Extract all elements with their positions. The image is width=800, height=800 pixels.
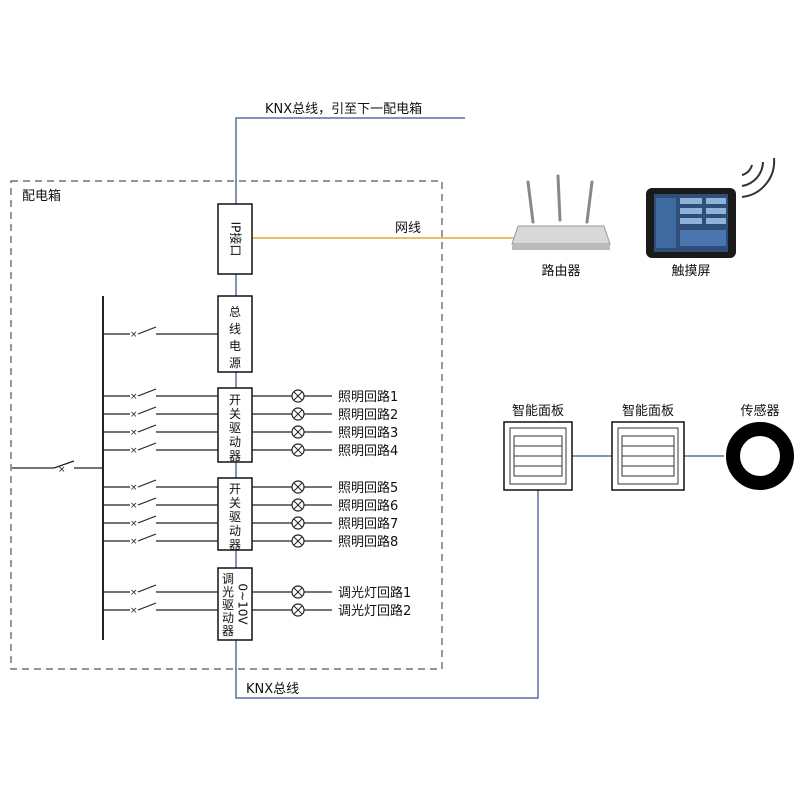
bus-top-label: KNX总线，引至下一配电箱	[265, 101, 422, 117]
lighting-circuit: 照明回路8	[252, 534, 398, 550]
knx-bus-line-bottom	[235, 490, 539, 699]
module-ip-interface: IP接口	[217, 203, 253, 275]
lighting-circuit: 调光灯回路2	[252, 603, 411, 619]
module-switch-actuator-1: 开关驱动器	[217, 387, 253, 463]
svg-text:×: ×	[130, 392, 138, 402]
lighting-circuit: 调光灯回路1	[252, 585, 411, 601]
cabinet-label: 配电箱	[22, 188, 61, 204]
module-bus-power: 总线电源	[217, 295, 253, 373]
lighting-circuit: 照明回路4	[252, 443, 398, 459]
circuit-label: 调光灯回路1	[338, 585, 411, 601]
circuit-label: 照明回路4	[338, 443, 398, 459]
circuit-label: 照明回路8	[338, 534, 398, 550]
lighting-circuit: 照明回路6	[252, 498, 398, 514]
branch-circuit-breaker: ×	[103, 602, 218, 616]
svg-text:×: ×	[130, 606, 138, 616]
lighting-circuit: 照明回路3	[252, 425, 398, 441]
router-label: 路由器	[541, 263, 580, 279]
sensor-icon	[726, 422, 794, 490]
smart-panel-1	[503, 421, 573, 491]
svg-text:×: ×	[130, 483, 138, 493]
branch-circuit-breaker: ×	[103, 479, 218, 493]
branch-circuit-breaker: ×	[103, 515, 218, 529]
svg-text:开关驱动器: 开关驱动器	[229, 393, 241, 463]
knx-bus-line	[235, 117, 465, 204]
svg-text:0~10V: 0~10V	[236, 583, 250, 625]
module-switch-actuator-2: 开关驱动器	[217, 477, 253, 552]
cabinet-outline	[10, 180, 443, 670]
circuit-label: 照明回路6	[338, 498, 398, 514]
branch-circuit-breaker: ×	[103, 406, 218, 420]
router-icon	[511, 174, 611, 250]
panel1-label: 智能面板	[512, 404, 564, 419]
svg-text:开关驱动器: 开关驱动器	[229, 482, 241, 552]
circuit-label: 照明回路5	[338, 480, 398, 496]
circuit-label: 照明回路2	[338, 407, 398, 423]
circuit-label: 照明回路7	[338, 516, 398, 532]
lighting-circuit: 照明回路7	[252, 516, 398, 532]
svg-text:×: ×	[130, 519, 138, 529]
lighting-circuit: 照明回路2	[252, 407, 398, 423]
incoming-breaker-mark: ×	[58, 465, 66, 475]
circuit-label: 调光灯回路2	[338, 603, 411, 619]
lighting-circuit: 照明回路1	[252, 389, 398, 405]
wireless-signal-icon	[741, 157, 776, 198]
svg-text:总线电源: 总线电源	[229, 305, 241, 370]
svg-text:×: ×	[130, 501, 138, 511]
touchscreen-icon	[646, 188, 736, 258]
panel2-label: 智能面板	[622, 404, 674, 419]
lighting-circuit: 照明回路5	[252, 480, 398, 496]
sensor-label: 传感器	[740, 403, 779, 419]
touchscreen-label: 触摸屏	[671, 264, 710, 279]
network-cable-label: 网线	[395, 221, 421, 236]
svg-text:IP接口: IP接口	[229, 222, 244, 257]
module-dimmer-actuator: 0~10V 调光驱动器	[217, 567, 253, 641]
branch-circuit-breaker: ×	[103, 388, 218, 402]
svg-text:×: ×	[130, 446, 138, 456]
branch-circuit-breaker: ×	[103, 584, 218, 598]
bus-bottom-label: KNX总线	[246, 682, 299, 697]
circuit-label: 照明回路1	[338, 389, 398, 405]
branch-circuit-breaker: ×	[103, 442, 218, 456]
branch-circuits: × × × × × × × × × × ×	[103, 326, 218, 616]
branch-circuit-breaker: ×	[103, 326, 218, 340]
branch-circuit-breaker: ×	[103, 533, 218, 547]
lighting-circuits: 照明回路1 照明回路2 照明回路3 照明回路4 照明回路5 照明回路6 照明回路7 照明回路8…	[252, 389, 411, 619]
svg-text:×: ×	[130, 330, 138, 340]
branch-circuit-breaker: ×	[103, 424, 218, 438]
svg-text:×: ×	[130, 410, 138, 420]
circuit-label: 照明回路3	[338, 425, 398, 441]
svg-text:×: ×	[130, 588, 138, 598]
smart-panel-2	[611, 421, 685, 491]
svg-text:调光驱动器: 调光驱动器	[222, 572, 234, 638]
branch-circuit-breaker: ×	[103, 497, 218, 511]
svg-text:×: ×	[130, 428, 138, 438]
svg-text:×: ×	[130, 537, 138, 547]
incoming-breaker	[53, 460, 75, 469]
